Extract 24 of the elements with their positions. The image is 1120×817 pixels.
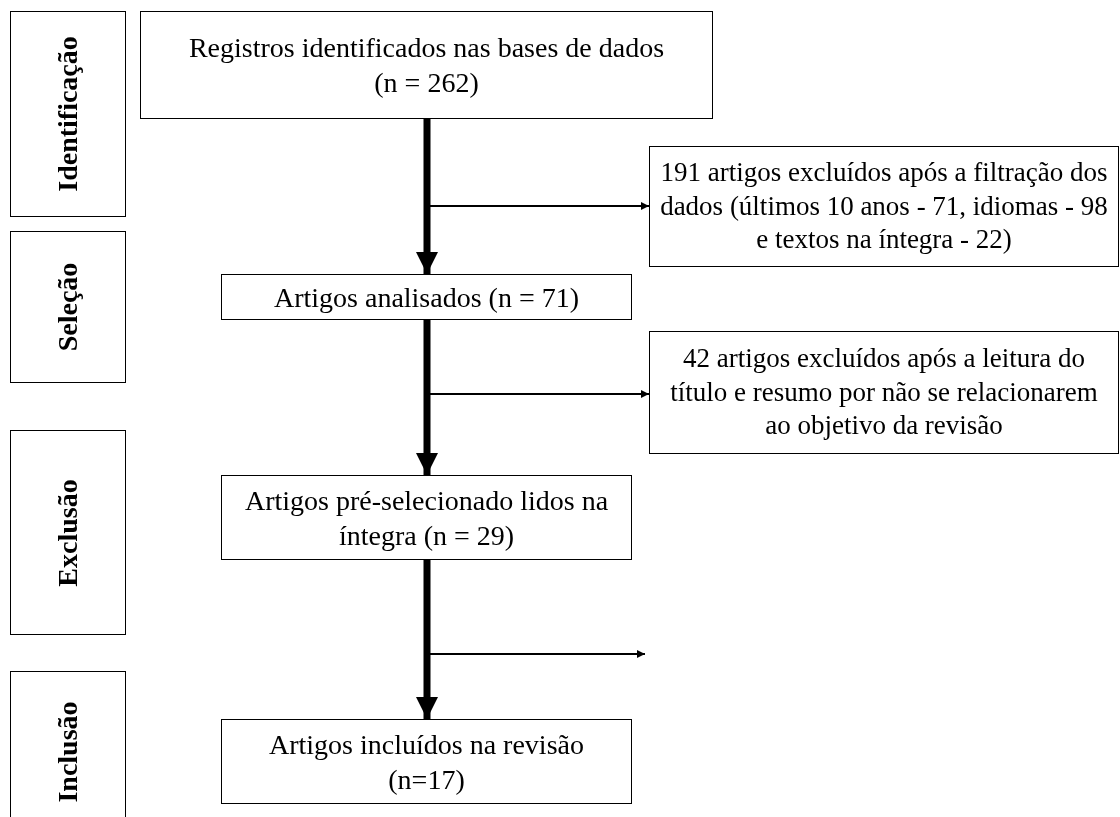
stage-box [10,231,126,383]
box-text: Artigos pré-selecionado lidos na íntegra (n = 29) [243,483,610,553]
process-box [221,719,632,804]
stage-label: Seleção [54,262,82,352]
process-box [221,475,632,560]
box-text: Artigos analisados (n = 71) [273,280,580,315]
stage-label: Exclusão [54,478,82,587]
stage-box [10,430,126,635]
stage-label: Identificação [54,36,82,192]
box-text: Artigos incluídos na revisão (n=17) [268,727,585,797]
process-box [221,274,632,320]
box-text: 42 artigos excluídos após a leitura do título e resumo por não se relacionarem ao objetivo da revisão [669,341,1099,443]
box-text: Registros identificados nas bases de dados (n = 262) [187,31,666,100]
arrow [416,119,438,274]
arrow [416,560,438,719]
stage-box [10,671,126,817]
box-text: 191 artigos excluídos após a filtração dos dados (últimos 10 anos - 71, idiomas - 98 e textos na íntegra - 22) [659,155,1109,257]
arrow [426,559,646,658]
arrow [416,320,438,475]
process-box [649,331,1119,454]
process-box [140,11,713,119]
process-box [649,146,1119,267]
stage-box [10,11,126,217]
stage-label: Inclusão [54,700,82,803]
